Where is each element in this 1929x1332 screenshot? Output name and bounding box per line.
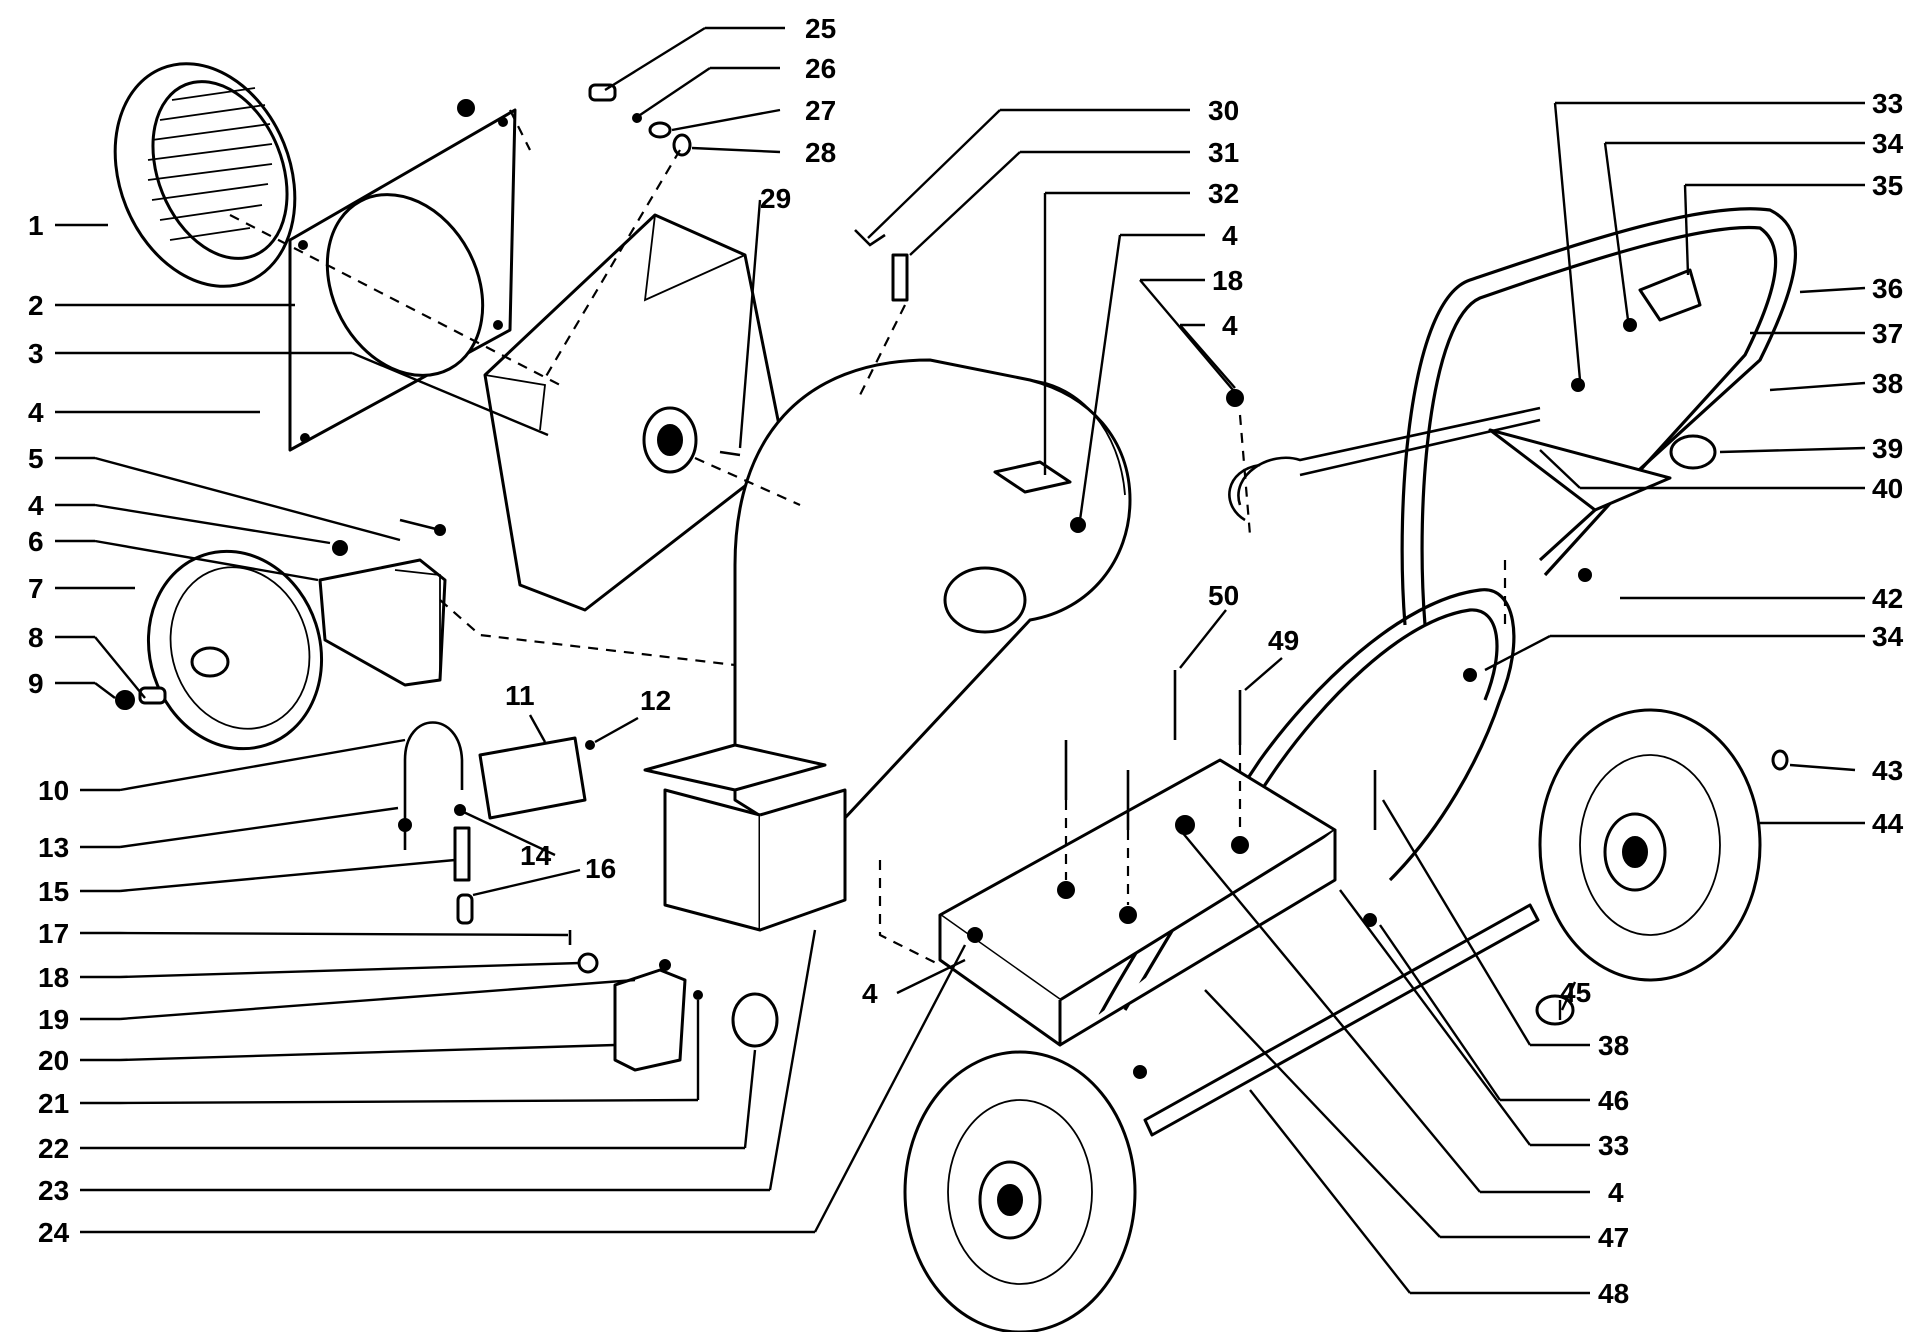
label-5: 5 [28,443,44,474]
rear-wheel-right [1535,708,1789,1026]
small-parts-29-31 [719,229,909,457]
label-2: 2 [28,290,44,321]
label-29: 29 [760,183,791,214]
label-15: 15 [38,876,69,907]
label-28: 28 [805,137,836,168]
callout-numbers-left: 1 2 3 4 5 4 6 7 8 9 10 13 15 17 18 19 20… [28,210,70,1248]
assembly-dashed-lines [229,109,1507,966]
label-49: 49 [1268,625,1299,656]
label-10: 10 [38,775,69,806]
label-32: 32 [1208,178,1239,209]
label-19: 19 [38,1004,69,1035]
callout-numbers-right: 33 34 35 36 37 38 39 40 42 34 43 44 45 3… [1560,88,1904,1309]
part-3-fan-housing [483,213,787,612]
label-4-f: 4 [1608,1177,1624,1208]
label-50: 50 [1208,580,1239,611]
callout-numbers-top: 25 26 27 28 29 30 31 32 4 18 4 [760,13,1243,341]
label-20: 20 [38,1045,69,1076]
label-8: 8 [28,622,44,653]
label-47: 47 [1598,1222,1629,1253]
label-17: 17 [38,918,69,949]
label-38-b: 38 [1598,1030,1629,1061]
lower-frame [938,588,1516,1047]
label-25: 25 [805,13,836,44]
label-18-a: 18 [38,962,69,993]
callout-numbers-inner: 11 12 14 16 4 50 49 [505,580,1299,1009]
label-1: 1 [28,210,44,241]
label-6: 6 [28,526,44,557]
label-23: 23 [38,1175,69,1206]
axle-48 [1143,903,1540,1137]
fasteners-right [1057,389,1592,1079]
label-31: 31 [1208,137,1239,168]
label-4-c: 4 [862,978,878,1009]
label-4-d: 4 [1222,220,1238,251]
label-33-a: 33 [1872,88,1903,119]
label-18-b: 18 [1212,265,1243,296]
top-hardware-25-28 [588,83,692,157]
label-46: 46 [1598,1085,1629,1116]
label-4-a: 4 [28,397,44,428]
label-4-b: 4 [28,490,44,521]
label-4-e: 4 [1222,310,1238,341]
part-1-grille [113,62,297,288]
handle-frame [1228,207,1798,626]
label-38-a: 38 [1872,368,1903,399]
label-44: 44 [1872,808,1904,839]
label-37: 37 [1872,318,1903,349]
label-45: 45 [1560,977,1591,1008]
part-2-mounting-plate [288,99,517,452]
blower-scroll-housing [643,358,1132,932]
leader-lines [55,26,1866,1295]
label-40: 40 [1872,473,1903,504]
label-34-a: 34 [1872,128,1904,159]
rear-wheel-left [903,1050,1137,1332]
label-16: 16 [585,853,616,884]
latch-assembly [398,721,595,925]
label-39: 39 [1872,433,1903,464]
label-11: 11 [505,680,535,711]
label-27: 27 [805,95,836,126]
label-7: 7 [28,573,44,604]
label-36: 36 [1872,273,1903,304]
label-21: 21 [38,1088,69,1119]
label-35: 35 [1872,170,1903,201]
label-14: 14 [520,840,552,871]
label-43: 43 [1872,755,1903,786]
label-48: 48 [1598,1278,1629,1309]
label-30: 30 [1208,95,1239,126]
caster-wheel-assembly [115,518,447,751]
label-13: 13 [38,832,69,863]
label-42: 42 [1872,583,1903,614]
label-9: 9 [28,668,44,699]
switch-box-assembly [568,930,779,1072]
label-26: 26 [805,53,836,84]
label-34-b: 34 [1872,621,1904,652]
label-12: 12 [640,685,671,716]
label-3: 3 [28,338,44,369]
label-22: 22 [38,1133,69,1164]
label-33-b: 33 [1598,1130,1629,1161]
label-24: 24 [38,1217,70,1248]
